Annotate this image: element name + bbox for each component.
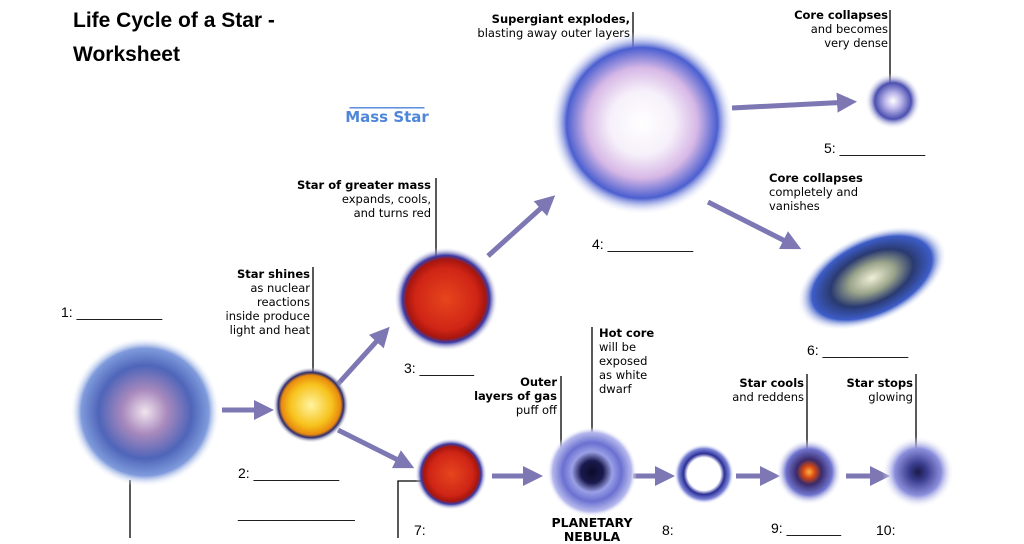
mass-star-label: __________ Mass Star [326,93,448,127]
answer-3[interactable]: 3: _______ [404,360,475,376]
planetary-nebula [547,427,637,517]
stellar-nebula [70,337,220,487]
black-hole [797,225,947,331]
mass-text: Mass Star [345,108,429,126]
caption-hot-core: Hot core will be exposed as white dwarf [599,326,655,396]
answer-5[interactable]: 5: ___________ [824,140,926,156]
red-star [415,438,487,510]
cooling-dwarf [776,439,842,505]
title-line-1: Life Cycle of a Star - [73,9,275,32]
answer-8[interactable]: 8: [662,522,674,538]
title-line-2: Worksheet [73,43,180,66]
caption-outer-layers: Outer layers of gas puff off [474,375,557,417]
caption-star-cools: Star cools and reddens [732,376,804,404]
caption-core-dense: Core collapses and becomes very dense [794,8,888,50]
caption-greater-mass: Star of greater mass expands, cools, and… [297,178,431,220]
black-dwarf [882,436,954,508]
arrow-star-to-red-star [336,427,415,469]
answer-10[interactable]: 10: [876,522,896,538]
white-dwarf [674,444,734,504]
arrow-supergiant-to-blackhole [706,199,802,250]
red-giant [394,247,498,351]
answer-4[interactable]: 4: ___________ [592,236,694,252]
answer-9[interactable]: 9: _______ [771,520,842,536]
answer-7[interactable]: 7: [414,522,426,538]
answer-2b[interactable]: _______________ [238,505,355,521]
caption-supergiant: Supergiant explodes, blasting away outer… [477,12,630,40]
caption-planetary-nebula: PLANETARY NEBULA [551,515,633,544]
caption-core-vanishes: Core collapses completely and vanishes [769,171,863,213]
arrow-giant-to-supergiant [486,195,556,258]
answer-1[interactable]: 1: ___________ [61,304,163,320]
caption-star-shines: Star shines as nuclear reactions inside … [225,267,311,337]
answer-6[interactable]: 6: ___________ [807,342,909,358]
page-title: Life Cycle of a Star - Worksheet [73,4,275,72]
average-star [273,367,349,443]
neutron-star [865,73,921,129]
supergiant-explosion [550,31,734,215]
arrow-supergiant-to-neutron [731,92,857,113]
answer-2[interactable]: 2: ___________ [238,465,340,481]
arrow-star-to-red-giant [336,326,390,386]
caption-star-stops: Star stops glowing [846,376,913,404]
mass-blank: __________ [349,91,425,109]
